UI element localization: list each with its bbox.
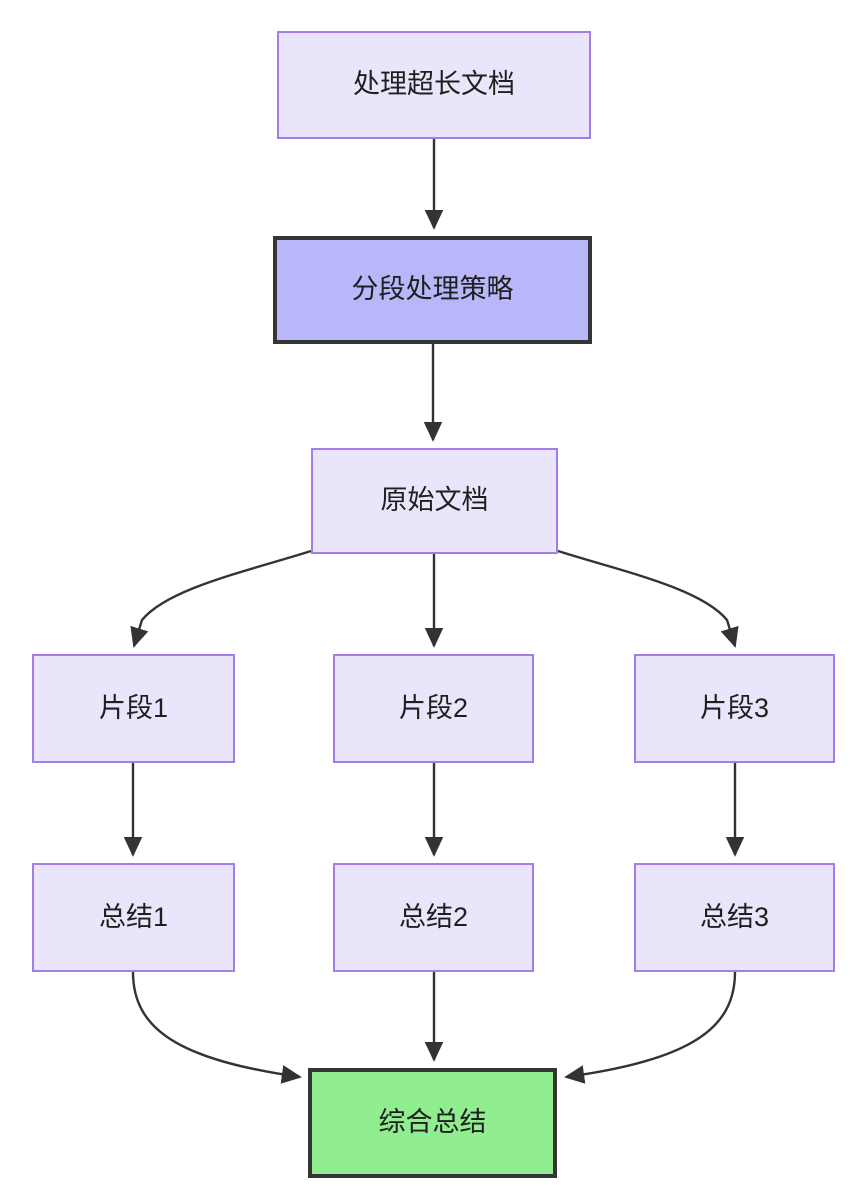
node-label: 处理超长文档 <box>353 69 515 100</box>
edge-source-to-fragment3 <box>557 549 739 648</box>
edge-summary3-to-final <box>564 971 737 1084</box>
node-label: 片段2 <box>398 692 469 723</box>
edge-source-to-fragment1 <box>130 549 312 648</box>
node-label: 总结1 <box>98 901 169 932</box>
node-label: 片段1 <box>98 692 169 723</box>
edge-summary1-to-final <box>131 971 302 1084</box>
node-label: 片段3 <box>699 692 770 723</box>
node-label: 原始文档 <box>380 485 489 516</box>
node-fragment-3[interactable]: 片段3 <box>634 654 835 763</box>
node-fragment-2[interactable]: 片段2 <box>333 654 534 763</box>
node-summary-3[interactable]: 总结3 <box>634 863 835 972</box>
node-label: 综合总结 <box>378 1107 487 1138</box>
node-process-long-document[interactable]: 处理超长文档 <box>277 31 591 139</box>
node-summary-2[interactable]: 总结2 <box>333 863 534 972</box>
node-fragment-1[interactable]: 片段1 <box>32 654 235 763</box>
node-label: 总结2 <box>398 901 469 932</box>
node-summary-1[interactable]: 总结1 <box>32 863 235 972</box>
node-chunking-strategy[interactable]: 分段处理策略 <box>273 236 592 344</box>
node-comprehensive-summary[interactable]: 综合总结 <box>308 1068 557 1178</box>
node-source-document[interactable]: 原始文档 <box>311 448 558 554</box>
node-label: 分段处理策略 <box>351 274 514 305</box>
node-label: 总结3 <box>699 901 770 932</box>
